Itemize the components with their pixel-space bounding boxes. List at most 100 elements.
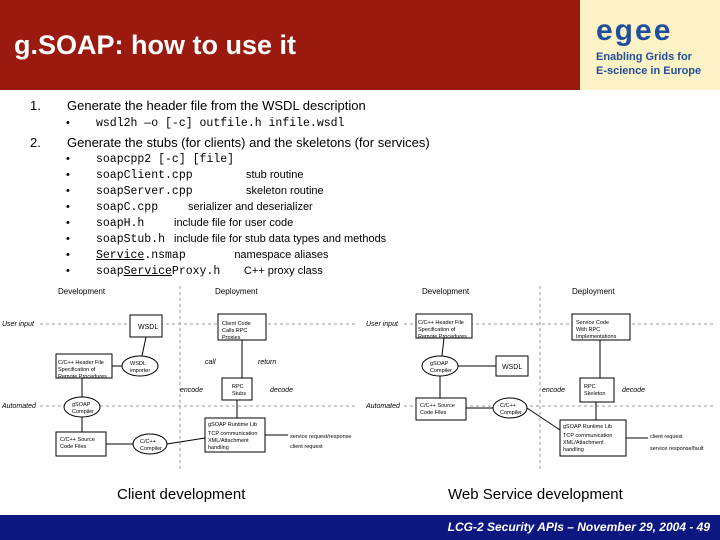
sub-desc: C++ proxy class <box>243 265 323 277</box>
bullet: • <box>66 217 70 229</box>
left-col-dep: Deployment <box>215 287 258 296</box>
sub-desc: namespace aliases <box>234 249 329 261</box>
encode-label: encode <box>180 387 203 394</box>
note1-r: client request <box>650 434 683 440</box>
note2-r: service response/fault <box>650 446 704 452</box>
right-row-auto: Automated <box>365 403 401 410</box>
step-2-sub-4: • soapC.cpp serializer and deserializer <box>66 201 313 214</box>
bullet: • <box>66 233 70 245</box>
note2: client request <box>290 444 323 450</box>
step-2-sub-7: • Service.nsmap namespace aliases <box>66 249 328 262</box>
sub-code: wsdl2h —o [-c] outfile.h infile.wsdl <box>96 117 345 130</box>
sub-code: soapClient.cpp <box>96 169 193 182</box>
left-col-dev: Development <box>58 287 106 296</box>
service-diagram: Development Deployment User input Automa… <box>365 286 715 470</box>
sub-code-underlined: Service <box>123 265 172 278</box>
decode-label-r: decode <box>622 387 645 394</box>
sub-code: .nsmap <box>144 249 186 262</box>
cpp-compiler-label: C/C++Compiler <box>140 439 162 452</box>
step-2-sub-1: • soapcpp2 [-c] [file] <box>66 153 234 166</box>
caption-left: Client development <box>117 486 246 503</box>
bullet: • <box>66 169 70 181</box>
runtime-box-r <box>559 419 627 457</box>
decode-label: decode <box>270 387 293 394</box>
bullet: • <box>66 185 70 197</box>
source-files-box <box>55 431 107 457</box>
step-text: Generate the header file from the WSDL d… <box>67 98 366 113</box>
encode-label-r: encode <box>542 387 565 394</box>
runtime-lib-label-r: gSOAP Runtime Lib <box>563 424 612 430</box>
sub-code: soapH.h <box>96 217 145 230</box>
step-text: Generate the stubs (for clients) and the… <box>67 135 430 150</box>
sub-code-underlined: Service <box>96 249 145 262</box>
logo-tagline-line1: Enabling Grids for <box>596 51 692 63</box>
left-row-auto: Automated <box>1 403 37 410</box>
service-code-box <box>571 313 631 341</box>
step-2-sub-6: • soapStub.h include file for stub data ty… <box>66 233 386 246</box>
caption-right: Web Service development <box>448 486 623 503</box>
left-row-user: User input <box>2 321 35 328</box>
sub-code: soapServer.cpp <box>96 185 193 198</box>
right-row-user: User input <box>366 321 399 328</box>
note1: service request/response <box>290 434 351 440</box>
step-number: 2. <box>30 135 41 150</box>
sub-code: soapStub.h <box>96 233 166 246</box>
bullet: • <box>66 249 70 261</box>
footer-text: LCG-2 Security APIs – November 29, 2004 … <box>447 520 710 534</box>
step-2-sub-2: • soapClient.cpp stub routine <box>66 169 303 182</box>
sub-desc: skeleton routine <box>246 185 324 197</box>
client-code-box <box>217 313 267 341</box>
sub-desc: include file for user code <box>174 217 294 229</box>
gsoap-diagrams: Development Deployment User input Automa… <box>1 286 715 470</box>
step-1-sub-1: • wsdl2h —o [-c] outfile.h infile.wsdl <box>66 117 344 130</box>
header-spec-box-r <box>415 313 473 339</box>
sub-code: Proxy.h <box>171 265 221 278</box>
sub-code: soapC.cpp <box>96 201 159 214</box>
sub-code: soapcpp2 [-c] [file] <box>96 153 235 166</box>
sub-desc: stub routine <box>246 169 304 181</box>
sub-code-prefix: soap <box>96 265 124 278</box>
step-2-sub-5: • soapH.h include file for user code <box>66 217 293 230</box>
slide-title: g.SOAP: how to use it <box>14 30 296 60</box>
bullet: • <box>66 117 70 129</box>
call-label: call <box>205 359 216 366</box>
egee-logo: egee Enabling Grids for E-science in Eur… <box>580 0 720 90</box>
client-diagram: Development Deployment User input Automa… <box>1 286 355 470</box>
cpp-compiler-label-r: C/C++Compiler <box>500 403 522 416</box>
bullet: • <box>66 265 70 277</box>
bullet: • <box>66 201 70 213</box>
right-col-dev: Development <box>422 287 470 296</box>
bullet: • <box>66 153 70 165</box>
rpc-skeleton-box <box>579 377 615 403</box>
logo-word: egee <box>596 14 673 47</box>
wsdl-label-r: WSDL <box>502 364 522 371</box>
right-col-dep: Deployment <box>572 287 615 296</box>
wsdl-label: WSDL <box>138 324 158 331</box>
footer-bar: LCG-2 Security APIs – November 29, 2004 … <box>0 515 720 540</box>
runtime-lib-label: gSOAP Runtime Lib <box>208 422 257 428</box>
source-files-box-r <box>415 397 467 421</box>
sub-desc: include file for stub data types and met… <box>174 233 387 245</box>
step-2-sub-3: • soapServer.cpp skeleton routine <box>66 185 324 198</box>
header-spec-box <box>55 353 113 379</box>
step-number: 1. <box>30 98 41 113</box>
title-bar: g.SOAP: how to use it <box>0 0 580 90</box>
logo-tagline-line2: E-science in Europe <box>596 65 702 77</box>
step-2-sub-8: • soapServiceProxy.h C++ proxy class <box>66 265 323 278</box>
return-label: return <box>258 359 276 366</box>
logo-tagline: Enabling Grids for E-science in Europe <box>596 50 716 78</box>
sub-desc: serializer and deserializer <box>188 201 313 213</box>
